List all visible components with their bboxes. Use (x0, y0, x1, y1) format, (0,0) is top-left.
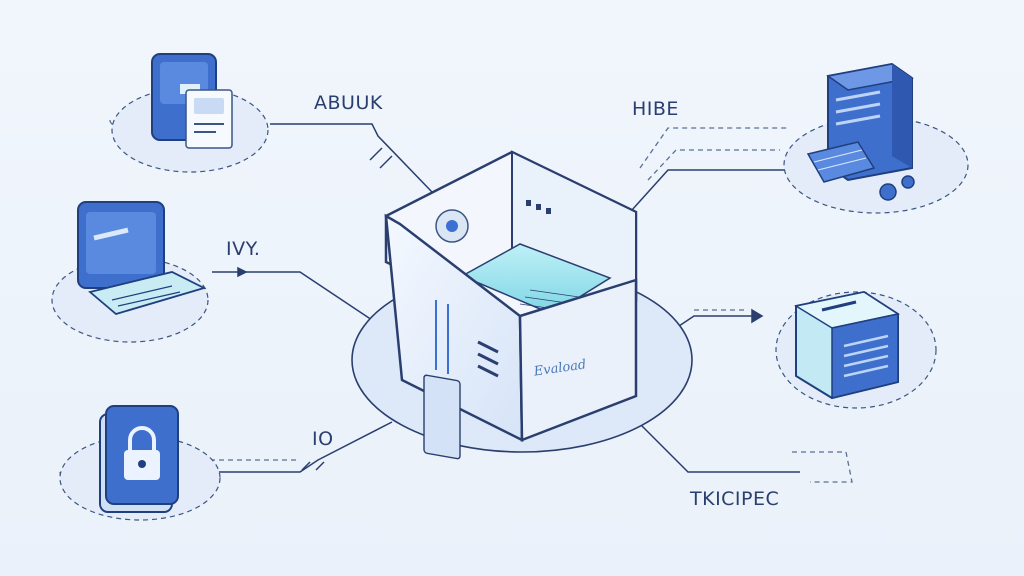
laptop-icon (77, 201, 207, 316)
label-mid-left: IVY. (226, 238, 261, 260)
connectors (212, 123, 800, 473)
connector-bottom-left (215, 421, 393, 473)
connector-top-left (270, 123, 433, 193)
id-card-icon (151, 53, 233, 149)
mouse-icon (879, 183, 897, 201)
padlock-icon (99, 405, 179, 513)
desktop-computer-icon (806, 62, 915, 201)
arrow-head (751, 308, 764, 324)
storage-device-icon (793, 290, 900, 400)
center-box-label: Evaload (532, 357, 587, 379)
arrow-head (237, 266, 248, 278)
connector-tick (369, 147, 383, 161)
label-bottom-left: IO (312, 428, 334, 450)
server-cabinet-icon: Evaload (384, 150, 638, 460)
label-bottom-right: TKICIPEC (690, 488, 780, 510)
label-top-right: HIBE (632, 98, 679, 120)
connector-mid-right (675, 315, 760, 329)
label-top-left: ABUUK (314, 92, 383, 114)
connector-top-right (631, 169, 790, 211)
connector-mid-left (212, 271, 373, 321)
connector-bottom-right (639, 423, 800, 473)
